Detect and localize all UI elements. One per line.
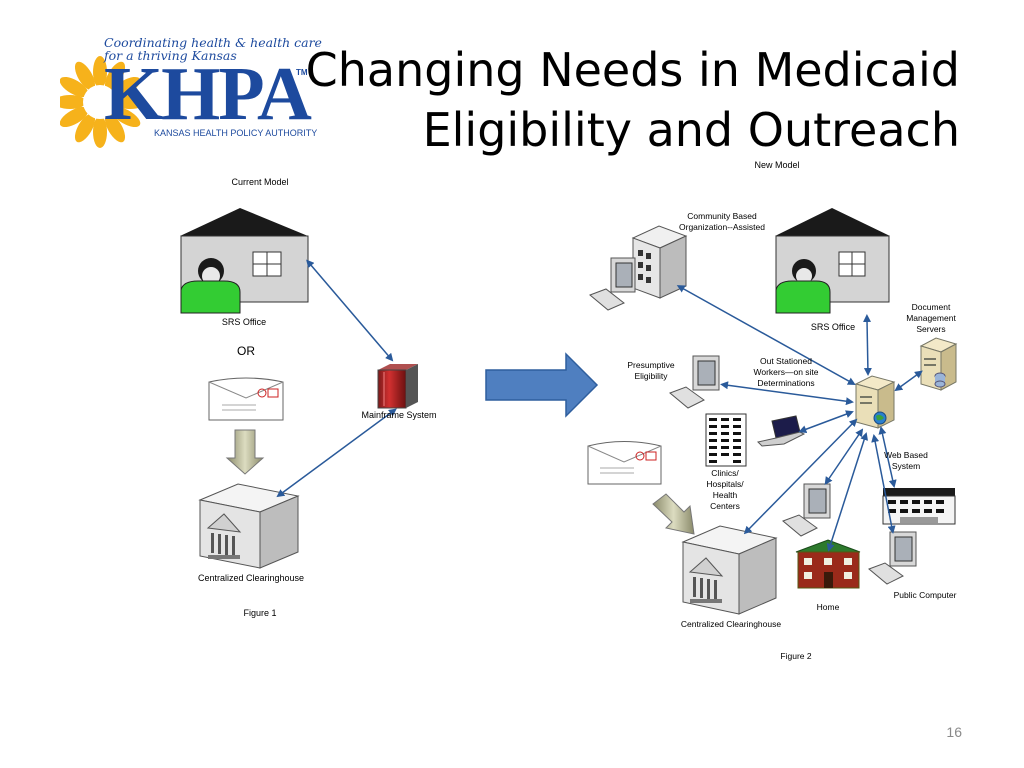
presumptive-label: Presumptive Eligibility (627, 360, 675, 381)
khpa-logo: Coordinating health & health care for a … (54, 35, 330, 152)
figure1-heading: Current Model (231, 177, 289, 187)
logo-full-name: KANSAS HEALTH POLICY AUTHORITY (154, 128, 318, 138)
diagonal-arrow-icon (652, 493, 695, 535)
clinic-building-icon (705, 413, 747, 467)
public-computer-icon (868, 531, 917, 585)
public-computer-label: Public Computer (893, 590, 957, 600)
figure2-clearinghouse-label: Centralized Clearinghouse (680, 619, 782, 629)
slide-number: 16 (946, 724, 962, 740)
figure2-caption: Figure 2 (780, 651, 812, 661)
envelope-icon (208, 377, 284, 421)
slide-title-line1: Changing Needs in Medicaid (305, 43, 960, 97)
out-stationed-label: Out Stationed Workers—on site Determinat… (753, 356, 819, 388)
logo-tagline-line1: Coordinating health & health care (104, 35, 322, 50)
clearinghouse-building-icon-2 (681, 525, 778, 615)
hub-connectors (676, 285, 923, 552)
slide-title-line2: Eligibility and Outreach (422, 103, 960, 157)
community-building-icon (631, 225, 688, 299)
srs-office-house-icon (180, 208, 309, 314)
laptop-icon (757, 415, 806, 447)
clinics-label: Clinics/ Hospitals/ Health Centers (706, 468, 744, 511)
figure1-caption: Figure 1 (243, 608, 277, 618)
document-server-icon (919, 337, 958, 391)
home-label: Home (816, 602, 840, 612)
down-arrow-icon (225, 429, 265, 475)
community-label: Community Based Organization--Assisted (679, 211, 765, 232)
mainframe-server-icon (377, 364, 418, 409)
central-server-icon (854, 375, 896, 429)
desktop-computer-icon (589, 257, 636, 311)
clearinghouse-building-icon (198, 483, 300, 569)
logo-tagline-line2: for a thriving Kansas (104, 48, 237, 63)
logo-tm: TM (296, 68, 308, 77)
envelope-icon-2 (587, 441, 662, 485)
home-computer-icon (782, 483, 831, 537)
figure1-or-label: OR (237, 344, 255, 358)
figure1-srs-office-label: SRS Office (221, 317, 267, 327)
web-based-label: Web Based System (884, 450, 928, 471)
figure1-clearinghouse-label: Centralized Clearinghouse (197, 573, 305, 583)
figure2-srs-office-label: SRS Office (810, 322, 856, 332)
srs-office-house-icon-2 (775, 208, 890, 314)
logo-name: KHPA (104, 52, 312, 136)
home-icon (795, 539, 861, 589)
slide-title: Changing Needs in Medicaid Eligibility a… (306, 40, 960, 160)
figure1-mainframe-label: Mainframe System (361, 410, 437, 420)
figure2-heading: New Model (754, 160, 800, 170)
web-building-icon (882, 488, 956, 525)
transition-arrow-icon (485, 352, 599, 418)
connector-srs-mainframe (306, 259, 394, 362)
connector-mainframe-clearinghouse (276, 408, 397, 498)
doc-mgmt-label: Document Management Servers (906, 302, 956, 334)
sunflower-icon (54, 56, 146, 148)
